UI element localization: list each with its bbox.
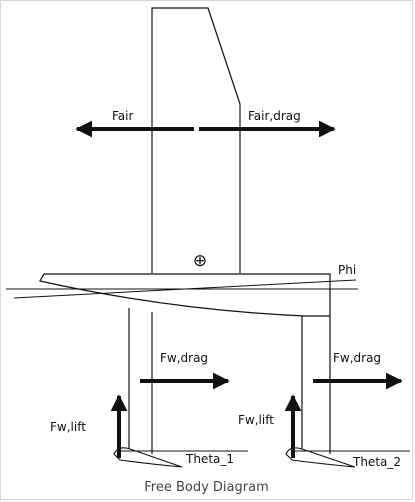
fair-label: Fair bbox=[112, 109, 133, 123]
center-of-gravity-symbol: ⊕ bbox=[193, 251, 207, 271]
hull-outline bbox=[39, 273, 331, 317]
right-hydrofoil bbox=[285, 447, 356, 468]
fw-drag-right-label: Fw,drag bbox=[333, 351, 381, 365]
phi-label: Phi bbox=[338, 263, 356, 277]
fw-lift-left-label: Fw,lift bbox=[50, 420, 86, 434]
sail-outline bbox=[151, 7, 241, 273]
figure-caption: Free Body Diagram bbox=[144, 480, 269, 495]
heel-line bbox=[13, 279, 357, 299]
theta-1-label: Theta_1 bbox=[185, 452, 234, 466]
fair-drag-label: Fair,drag bbox=[248, 109, 301, 123]
fw-lift-right-label: Fw,lift bbox=[238, 413, 274, 427]
fw-drag-left-label: Fw,drag bbox=[160, 351, 208, 365]
theta-2-label: Theta_2 bbox=[352, 455, 401, 469]
